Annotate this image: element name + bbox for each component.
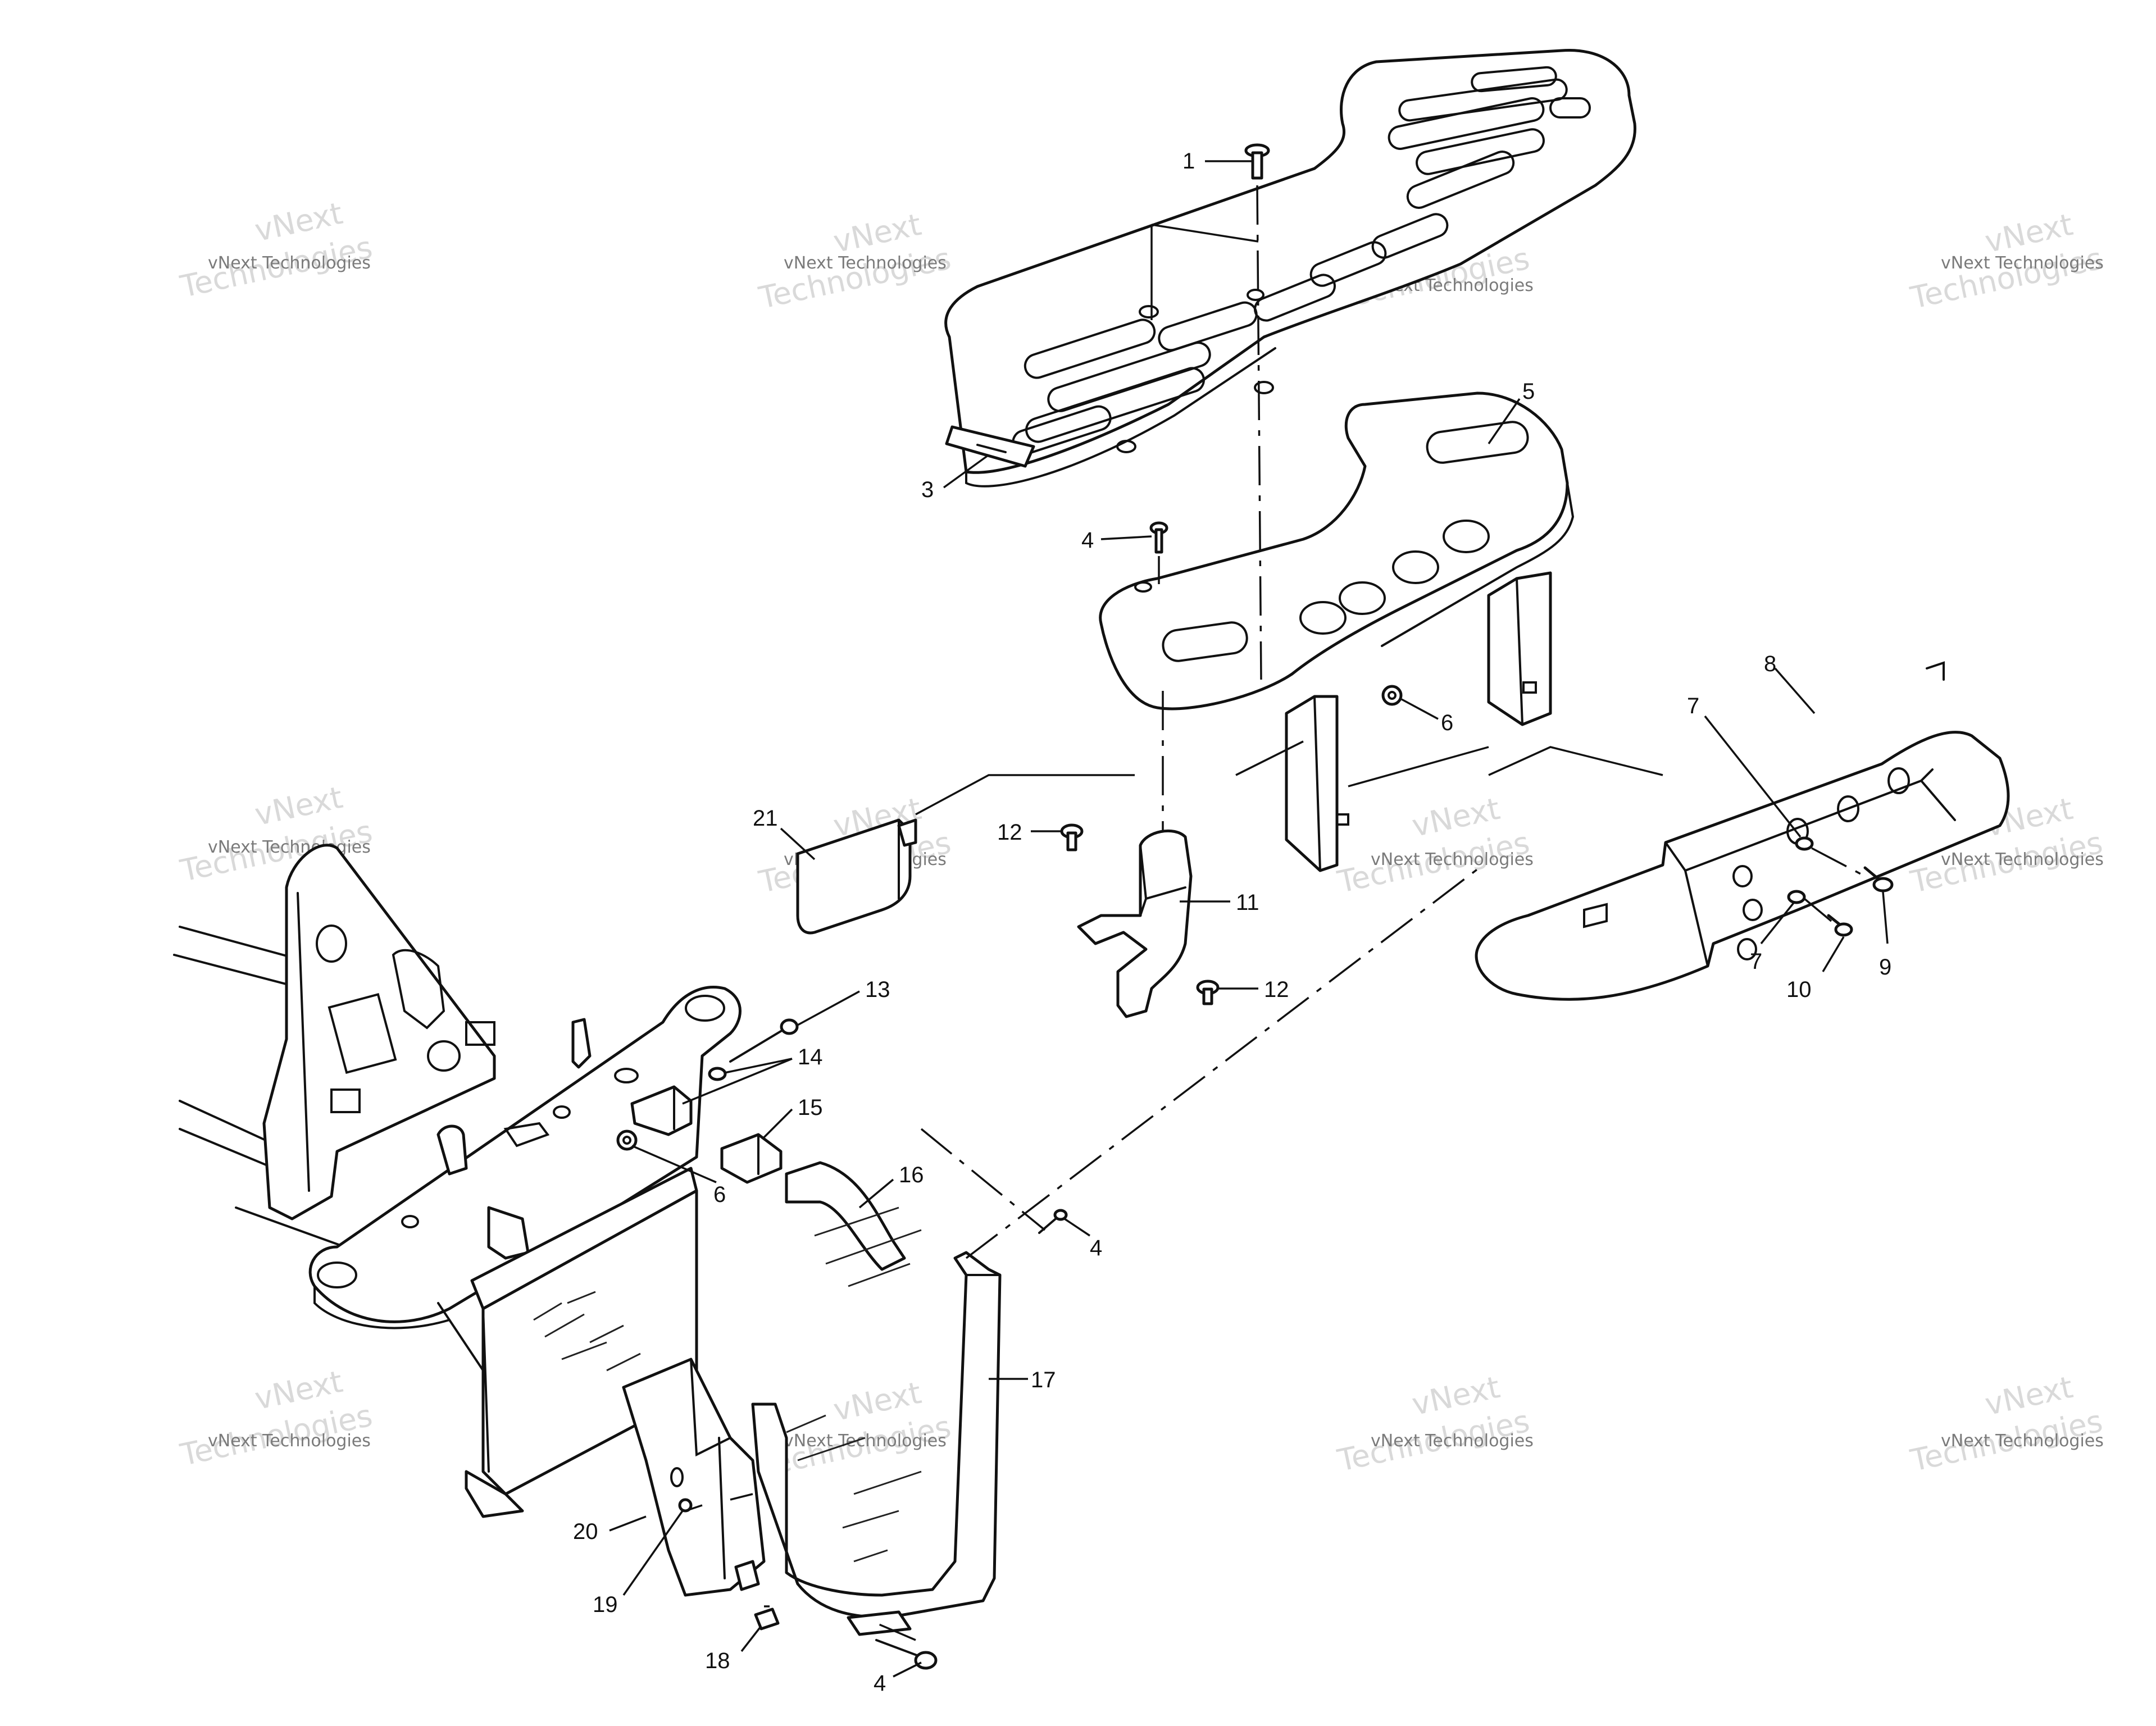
washer-icon [1795, 836, 1814, 851]
watermark: vNext Technologies vNext Technologies [1907, 1369, 2105, 1478]
svg-text:vNext Technologies: vNext Technologies [208, 1431, 371, 1451]
connector [720, 1133, 783, 1184]
rear-bumper [1475, 661, 2010, 1001]
callout-19: 19 [593, 1592, 618, 1617]
callout-3: 3 [921, 477, 934, 502]
callout-17: 17 [1031, 1368, 1056, 1392]
callout-4-upper: 4 [1081, 528, 1094, 553]
svg-text:vNext Technologies: vNext Technologies [1941, 253, 2104, 273]
reflector [945, 425, 1035, 468]
bracket [1077, 829, 1193, 1018]
svg-text:vNext Technologies: vNext Technologies [784, 1431, 947, 1451]
bolt-icon [1196, 980, 1220, 1005]
washer-icon [1787, 890, 1806, 904]
nut-icon [1381, 685, 1403, 706]
bolt-icon [1149, 521, 1168, 554]
watermark: vNext Technologies vNext Technologies [756, 207, 954, 316]
callout-12-lower: 12 [1264, 977, 1289, 1002]
callout-12-upper: 12 [997, 820, 1022, 845]
callout-6-upper: 6 [1441, 711, 1453, 735]
svg-text:vNext Technologies: vNext Technologies [1941, 850, 2104, 869]
watermark: vNext Technologies vNext Technologies [177, 1364, 375, 1473]
bolt-icon [729, 1018, 799, 1063]
bolt-icon [875, 1639, 938, 1670]
callout-9: 9 [1879, 955, 1891, 980]
svg-text:vNext Technologies: vNext Technologies [208, 253, 371, 273]
guard-bracket [751, 1206, 1002, 1636]
bolt-icon [1863, 866, 1894, 892]
callout-18: 18 [705, 1648, 730, 1673]
svg-text:vNext Technologies: vNext Technologies [1941, 1431, 2104, 1451]
bolt-icon [1827, 914, 1853, 937]
svg-text:vNext Technologies: vNext Technologies [1371, 850, 1534, 869]
svg-text:vNext Technologies: vNext Technologies [208, 837, 371, 857]
bolt-icon [1060, 823, 1084, 851]
callout-5: 5 [1522, 379, 1535, 404]
callout-4-middle: 4 [1090, 1236, 1102, 1260]
screw-icon [1244, 143, 1270, 180]
callout-10: 10 [1786, 977, 1812, 1002]
watermark: vNext Technologies vNext Technologies [177, 195, 375, 304]
callout-8: 8 [1764, 652, 1776, 676]
callout-20: 20 [573, 1519, 598, 1544]
nut-icon [616, 1130, 638, 1151]
bolt-icon [1038, 1209, 1068, 1234]
svg-text:vNext Technologies: vNext Technologies [784, 253, 947, 273]
clip-icon [754, 1607, 780, 1631]
watermark: vNext Technologies vNext Technologies [1334, 1369, 1534, 1478]
callout-7-upper: 7 [1687, 694, 1699, 718]
callout-13: 13 [865, 977, 890, 1002]
callout-14: 14 [798, 1045, 823, 1069]
vehicle-frame [173, 844, 742, 1405]
callout-16: 16 [899, 1163, 924, 1187]
callout-11: 11 [1236, 890, 1259, 915]
svg-text:vNext Technologies: vNext Technologies [1371, 1431, 1534, 1451]
callout-4-lower: 4 [874, 1671, 886, 1696]
callout-7-lower: 7 [1750, 949, 1762, 974]
callout-15: 15 [798, 1095, 823, 1120]
callout-1: 1 [1182, 149, 1195, 174]
rack-support-frame [1099, 391, 1575, 872]
rack-deck [944, 49, 1636, 488]
side-panel [622, 1358, 766, 1597]
tube [785, 1161, 906, 1271]
callout-labels: 1 3 4 4 4 5 6 6 7 7 8 9 10 11 12 12 13 [573, 149, 1891, 1696]
washer-icon [708, 1067, 727, 1081]
watermark: vNext Technologies vNext Technologies [1907, 207, 2105, 316]
callout-21: 21 [753, 806, 778, 831]
watermark: vNext Technologies vNext Technologies [1334, 791, 1534, 900]
tail-light [796, 818, 917, 935]
clamp [630, 1085, 693, 1136]
assembly-lines [685, 185, 1866, 1641]
callout-6-lower: 6 [713, 1182, 726, 1207]
